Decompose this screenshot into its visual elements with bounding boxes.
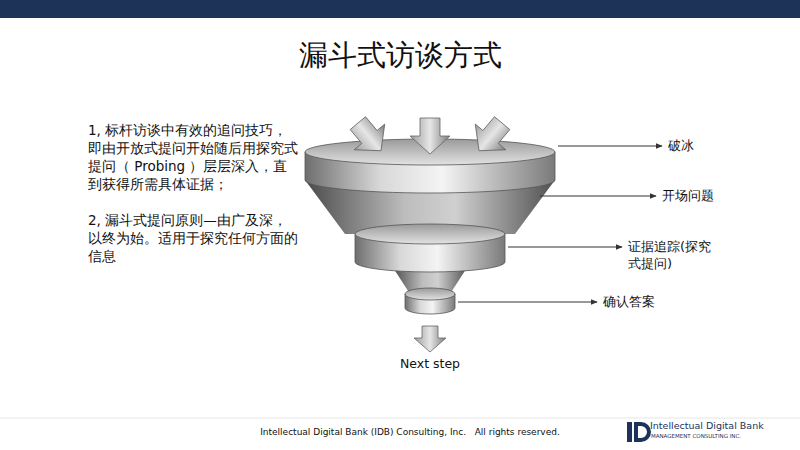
logo-text: Intellectual Digital Bank <box>650 420 795 431</box>
funnel-disc <box>355 224 505 244</box>
block-arrow <box>414 326 446 352</box>
slide-title: 漏斗式访谈方式 <box>0 36 800 76</box>
top-bar <box>0 0 800 18</box>
footer-rule <box>0 418 800 419</box>
logo-mark <box>627 422 632 442</box>
stage-label: 破冰 <box>668 137 728 154</box>
leader-arrow <box>508 247 622 248</box>
block-arrow <box>343 110 397 163</box>
logo-mark <box>634 422 651 442</box>
funnel-disc <box>405 288 455 300</box>
stage-label: 开场问题 <box>662 187 752 204</box>
step-label: Next step <box>380 356 480 372</box>
leader-arrow <box>558 146 662 147</box>
stage-label: 证据追踪(探究式提问) <box>628 238 724 272</box>
footer-text: Intellectual Digital Bank (IDB) Consulti… <box>200 426 620 438</box>
leader-arrow <box>458 302 597 303</box>
body-text: 1, 标杆访谈中有效的追问技巧，即由开放式提问开始随后用探究式提问（ Probi… <box>88 121 300 193</box>
logo-text: MANAGEMENT CONSULTING INC. <box>651 433 796 440</box>
stage-label: 确认答案 <box>603 293 693 310</box>
leader-arrow <box>540 196 656 197</box>
body-text: 2, 漏斗式提问原则—由广及深，以终为始。适用于探究任何方面的信息 <box>88 211 300 265</box>
block-arrow <box>464 110 518 163</box>
block-arrow <box>410 118 450 154</box>
